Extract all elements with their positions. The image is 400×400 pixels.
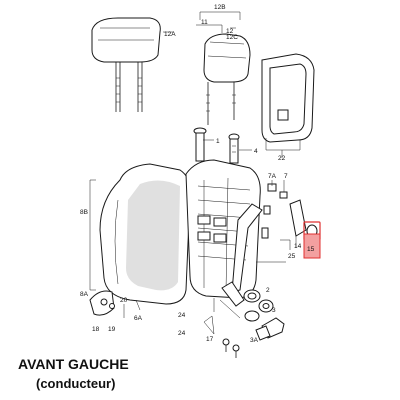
label-17: 17 [206, 336, 214, 343]
leader-lines [89, 31, 291, 312]
label-7: 7 [284, 173, 288, 180]
label-1: 1 [216, 138, 220, 145]
label-12B: 12B [214, 4, 226, 11]
headrest-guides [193, 127, 240, 164]
label-19: 19 [108, 326, 116, 333]
label-24-lower: 24 [178, 330, 186, 337]
label-2: 2 [266, 287, 270, 294]
bolts [203, 315, 240, 358]
label-20: 20 [120, 297, 128, 304]
part-15-highlight [303, 221, 321, 259]
label-3: 3 [272, 307, 276, 314]
label-14: 14 [294, 243, 302, 250]
label-8A: 8A [80, 291, 89, 298]
label-12C: 12C [226, 34, 238, 41]
headrest-cover [203, 33, 251, 125]
part-14 [289, 199, 307, 248]
label-25: 25 [288, 253, 296, 260]
label-15: 15 [307, 246, 315, 253]
label-18: 18 [92, 326, 100, 333]
label-3A: 3A [250, 337, 259, 344]
label-6A: 6A [134, 315, 143, 322]
lower-left-parts [89, 290, 141, 318]
label-11: 11 [201, 19, 208, 26]
seat-frame [185, 159, 261, 299]
adjustment-knobs [243, 289, 285, 341]
label-7A: 7A [268, 173, 277, 180]
label-22: 22 [278, 155, 286, 162]
headrest [91, 17, 161, 112]
label-8B: 8B [80, 209, 88, 216]
caption-side: (conducteur) [36, 376, 116, 391]
side-rail [219, 203, 263, 319]
label-4: 4 [254, 148, 258, 155]
clip-parts [261, 183, 288, 239]
backrest-cushion [99, 163, 191, 305]
caption-position: AVANT GAUCHE [18, 356, 129, 372]
label-24-upper: 24 [178, 312, 186, 319]
label-12: 12 [226, 28, 234, 35]
backrest-panel [261, 53, 315, 151]
label-12A: 12A [164, 31, 176, 38]
